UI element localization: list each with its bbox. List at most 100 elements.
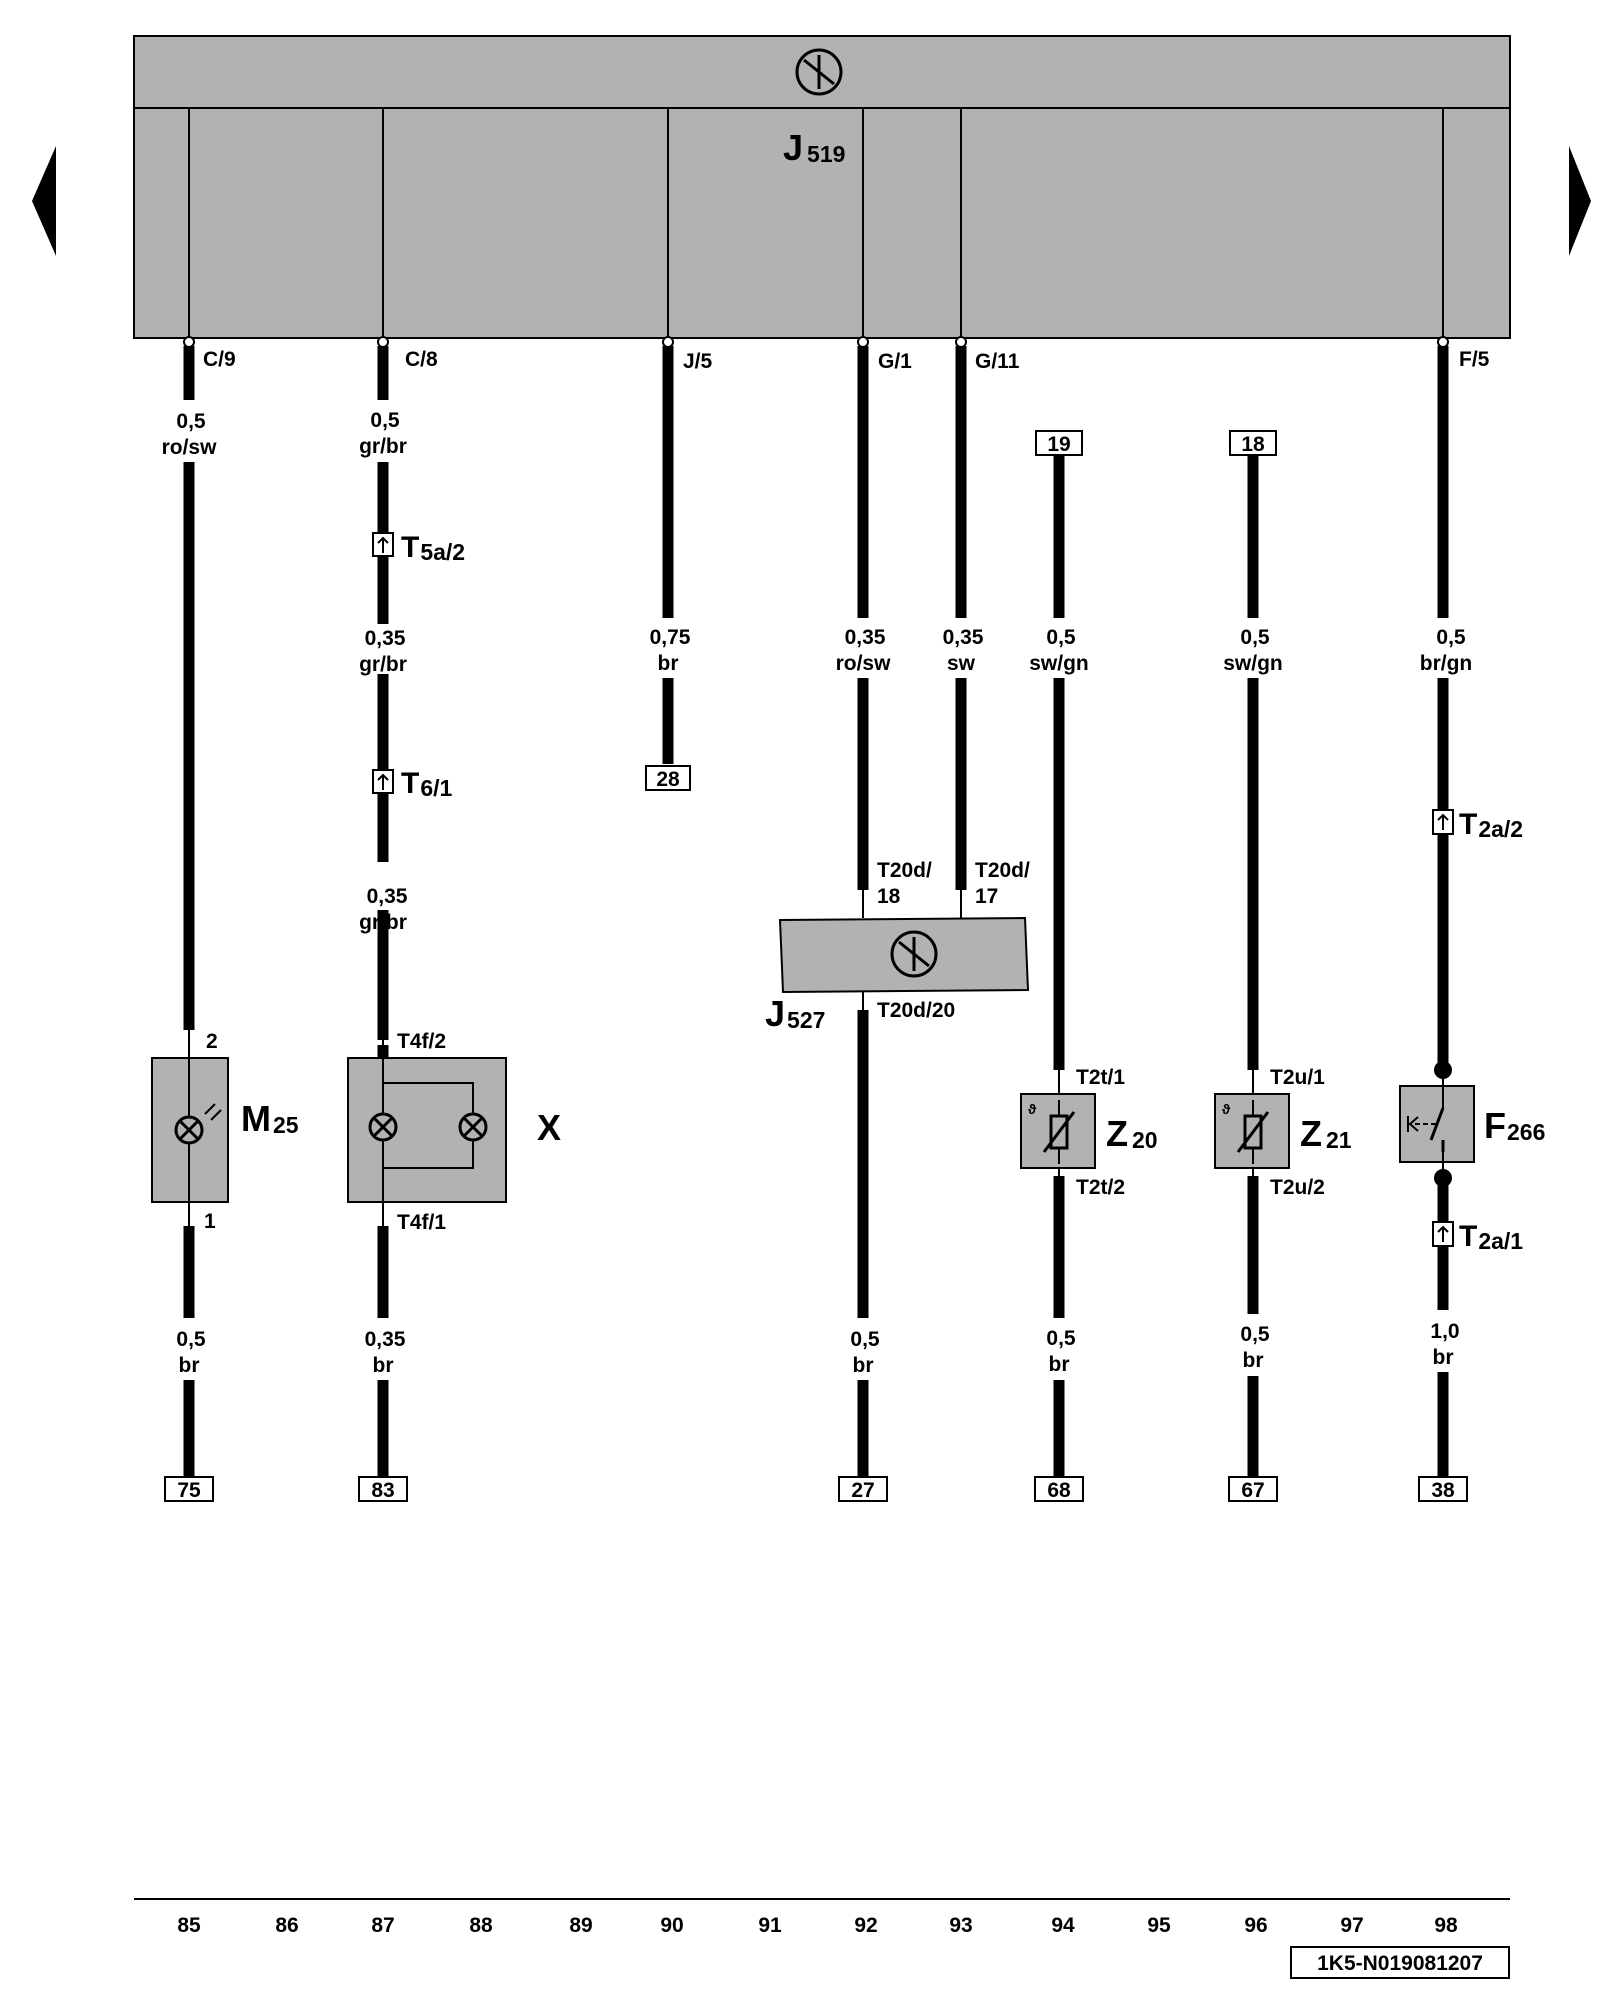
reference-number: 18: [1241, 433, 1265, 456]
component-label: F266: [1484, 1105, 1545, 1146]
control-unit-j527[interactable]: J527: [765, 916, 1030, 1034]
wire-size-label: 0,5: [176, 410, 206, 433]
reference-box[interactable]: 75: [164, 1476, 214, 1502]
wire-size-label: 0,5: [1436, 626, 1466, 649]
reference-box[interactable]: 83: [358, 1476, 408, 1502]
wire-size-label: 0,5: [370, 409, 400, 432]
next-page-button[interactable]: [1569, 146, 1591, 256]
control-unit-body: [133, 107, 1511, 339]
reference-box[interactable]: 18: [1229, 430, 1277, 456]
connector-t2a2[interactable]: T2a/2: [1432, 808, 1523, 842]
reference-box[interactable]: 19: [1035, 430, 1083, 456]
wire-size-label: 0,35: [943, 626, 984, 649]
control-unit-header: [133, 35, 1511, 109]
wire-color-label: sw/gn: [1029, 652, 1089, 675]
connector-label: T5a/2: [401, 531, 465, 565]
component-f266-box: [1399, 1085, 1475, 1163]
component-m25[interactable]: M25: [151, 1057, 299, 1203]
connector-t2a1[interactable]: T2a/1: [1432, 1220, 1523, 1254]
connector-label: T2a/1: [1459, 1220, 1523, 1254]
scale-number: 85: [177, 1914, 201, 1937]
wire-color-label: br: [373, 1354, 394, 1377]
wire-size-label: 0,5: [1240, 626, 1270, 649]
wire-size-label: 1,0: [1430, 1320, 1459, 1343]
pin-label: T2u/2: [1270, 1176, 1325, 1199]
scale-number: 88: [469, 1914, 493, 1937]
reference-box[interactable]: 27: [838, 1476, 888, 1502]
scale-number: 91: [758, 1914, 782, 1937]
reference-box[interactable]: 67: [1228, 1476, 1278, 1502]
connector-label: T2a/2: [1459, 808, 1523, 842]
connector-label: T6/1: [401, 767, 453, 801]
reference-number: 83: [371, 1479, 394, 1502]
switch-icon: [1407, 1107, 1445, 1152]
pin-label: G/1: [878, 350, 912, 373]
svg-text:ϑ: ϑ: [1028, 1101, 1037, 1117]
reference-number: 19: [1047, 433, 1070, 456]
wire-color-label: br/gn: [1420, 652, 1473, 675]
wire-size-label: 0,35: [365, 1328, 406, 1351]
reference-box[interactable]: 28: [645, 765, 691, 791]
scale-number: 90: [660, 1914, 683, 1937]
reference-number: 67: [1241, 1479, 1264, 1502]
pin-number: T4f/2: [397, 1030, 446, 1053]
reference-number: 68: [1047, 1479, 1071, 1502]
pin-label: 17: [975, 885, 998, 908]
heater-element-icon: ϑ: [1028, 1100, 1076, 1164]
wire-size-label: 0,35: [365, 627, 406, 650]
wire-color-label: br: [1243, 1349, 1264, 1372]
wire-size-label: 0,5: [1046, 626, 1076, 649]
pin-label: C/8: [405, 348, 438, 371]
control-unit-j527-box: [778, 916, 1030, 994]
pin-number: 1: [204, 1210, 216, 1233]
scale-number: 86: [275, 1914, 298, 1937]
wire-size-label: 0,5: [176, 1328, 206, 1351]
pin-sockets: [183, 336, 1449, 348]
wire-color-label: br: [853, 1354, 874, 1377]
reference-number: 27: [851, 1479, 874, 1502]
scale-number: 89: [569, 1914, 592, 1937]
wire-color-label: sw/gn: [1223, 652, 1283, 675]
connector-t5a[interactable]: T5a/2: [372, 531, 465, 565]
component-x[interactable]: X: [347, 1057, 561, 1203]
pin-label: T2t/1: [1076, 1066, 1125, 1089]
pin-label: T20d/: [975, 859, 1030, 882]
arrow-right-icon: [1569, 146, 1591, 256]
wire-color-label: gr/br: [359, 435, 407, 458]
wire-size-label: 0,75: [650, 626, 691, 649]
reference-box[interactable]: 38: [1418, 1476, 1468, 1502]
bulb-icon: [368, 1112, 398, 1142]
wire-color-label: br: [179, 1354, 200, 1377]
electronics-symbol-icon: [795, 48, 843, 96]
component-f266[interactable]: F266: [1399, 1061, 1545, 1187]
wire-color-label: br: [1049, 1353, 1070, 1376]
prev-page-button[interactable]: [32, 146, 56, 256]
wire-color-label: ro/sw: [162, 436, 218, 459]
svg-text:ϑ: ϑ: [1222, 1101, 1231, 1117]
wire-color-label: gr/br: [359, 911, 407, 934]
bulb-icon: [458, 1112, 488, 1142]
pin-label: 18: [877, 885, 901, 908]
scale-number: 97: [1340, 1914, 1363, 1937]
electronics-symbol-icon: [890, 930, 938, 978]
wire-color-label: br: [658, 652, 679, 675]
heater-element-icon: ϑ: [1222, 1100, 1270, 1164]
pin-label: J/5: [683, 350, 713, 373]
pin-number: 2: [206, 1030, 218, 1053]
connector-t6[interactable]: T6/1: [372, 767, 453, 801]
reference-box[interactable]: 68: [1034, 1476, 1084, 1502]
wire-size-label: 0,5: [1240, 1323, 1270, 1346]
wire-size-label: 0,5: [850, 1328, 880, 1351]
pin-number: T4f/1: [397, 1211, 446, 1234]
pin-label: F/5: [1459, 348, 1490, 371]
scale-number: 94: [1051, 1914, 1075, 1937]
component-label: M25: [241, 1098, 299, 1139]
wire-color-label: gr/br: [359, 653, 407, 676]
